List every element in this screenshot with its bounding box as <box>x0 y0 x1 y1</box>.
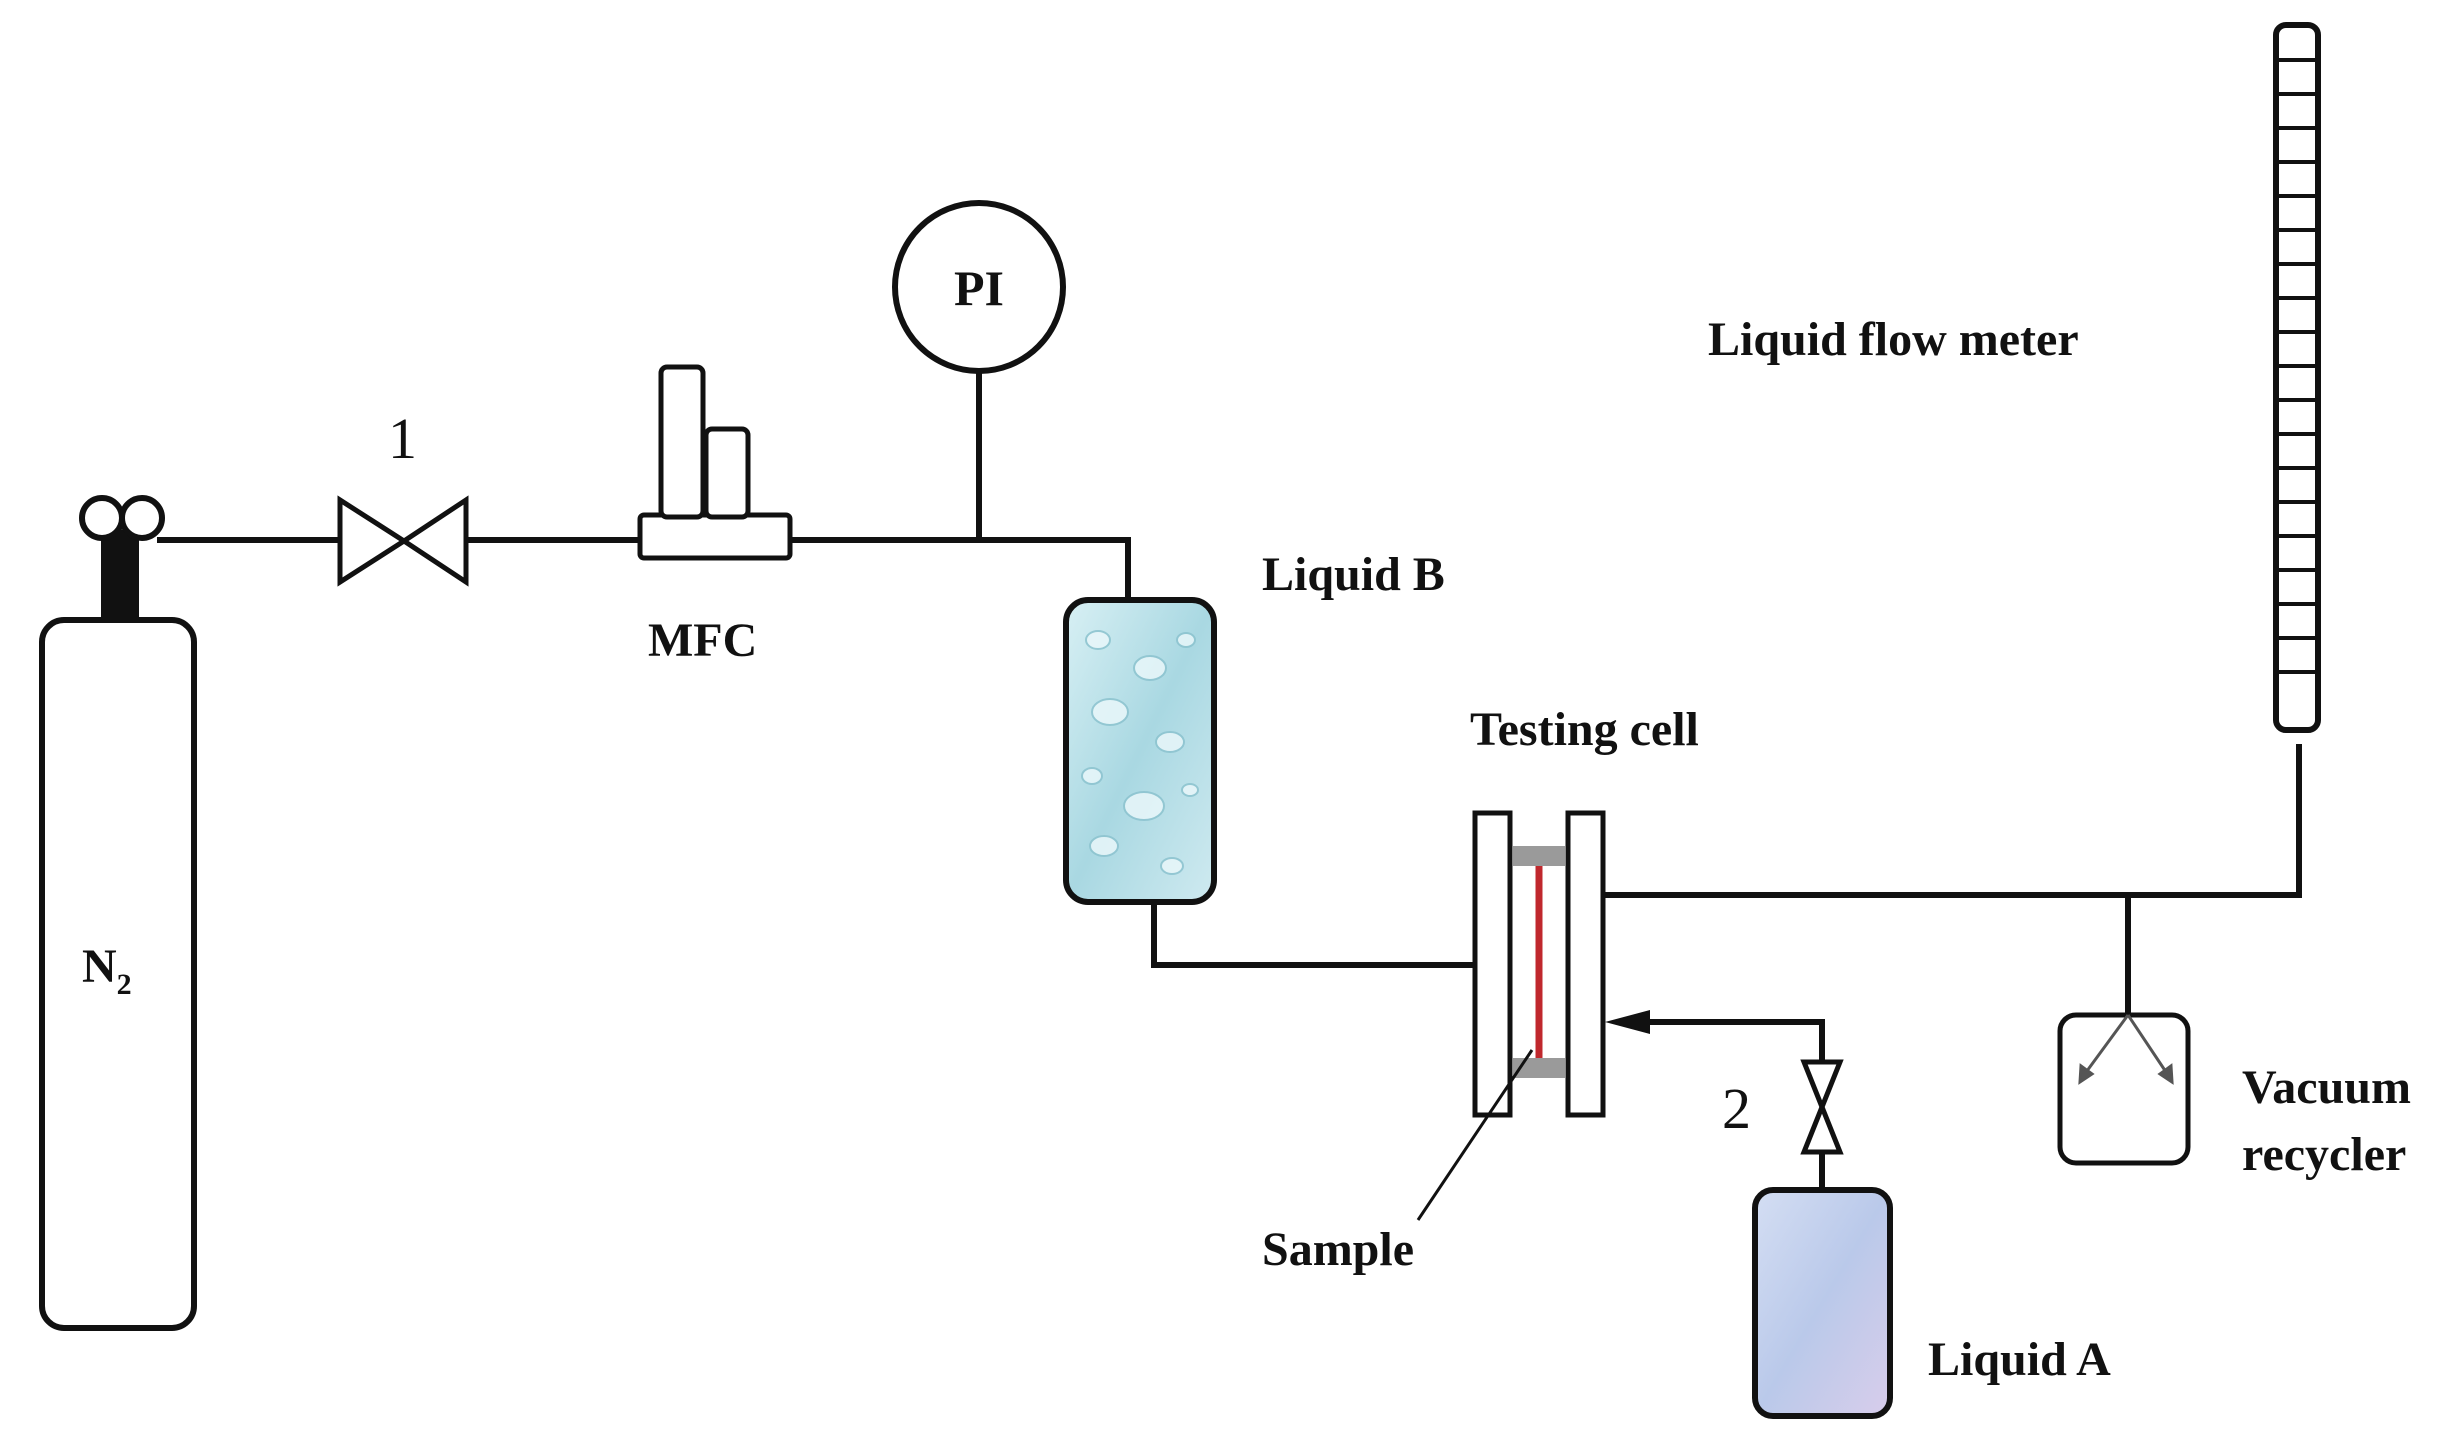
pressure-indicator: PI <box>892 200 1066 374</box>
flow-arrow-head <box>1605 1010 1650 1034</box>
liquid-a-vessel <box>1752 1187 1893 1419</box>
testing-cell-label: Testing cell <box>1470 703 1699 756</box>
liquid-flow-meter <box>2273 22 2321 733</box>
gasket-top-left <box>1513 846 1541 866</box>
liquid-a-reservoir <box>1752 1187 1893 1419</box>
valve-1-number: 1 <box>388 406 417 471</box>
liquid-b-label: Liquid B <box>1262 548 1445 601</box>
valve-1-icon-right <box>399 495 469 587</box>
pipe-mfc-to-liquid-b <box>787 537 1131 603</box>
regulator-gauge-right <box>119 495 165 541</box>
vacuum-recycler-box <box>2057 1012 2191 1166</box>
cylinder-neck <box>101 530 139 622</box>
vacuum-spray-icon <box>2078 1014 2174 1085</box>
gasket-bottom-right <box>1541 1058 1565 1078</box>
cell-right-flange <box>1565 810 1606 1118</box>
valve-2-number: 2 <box>1722 1076 1751 1141</box>
pipe-valve2-to-cell <box>1637 1019 1825 1065</box>
valve-2-icon-top <box>1800 1059 1844 1114</box>
pipes <box>157 365 2302 1193</box>
pipe-cell-to-flow-meter <box>1600 744 2302 898</box>
cell-left-flange <box>1472 810 1513 1118</box>
valve-2-icon-bottom <box>1800 1100 1844 1155</box>
regulator-gauge-left <box>79 495 125 541</box>
valve-1-icon-left <box>337 495 409 587</box>
sample-label: Sample <box>1262 1223 1414 1276</box>
liquid-flow-meter-label: Liquid flow meter <box>1708 313 2079 366</box>
vacuum-recycler <box>2057 1012 2191 1166</box>
liquid-b-reservoir <box>1063 597 1217 905</box>
mfc-base <box>637 512 793 561</box>
mfc-label: MFC <box>648 614 757 667</box>
mfc-tall-column <box>658 364 706 520</box>
liquid-b-vessel <box>1063 597 1217 905</box>
valve-1[interactable] <box>337 495 469 587</box>
gasket-bottom-left <box>1513 1058 1541 1078</box>
valve-2[interactable] <box>1800 1059 1844 1155</box>
pi-gauge-circle <box>892 200 1066 374</box>
mass-flow-controller <box>637 364 793 561</box>
n2-cylinder: N2 <box>39 495 197 1331</box>
liquid-b-bubbles <box>1081 630 1199 875</box>
gasket-top-right <box>1541 846 1565 866</box>
testing-cell <box>1472 810 1606 1118</box>
flow-meter-graduations <box>2276 58 2318 674</box>
pi-label: PI <box>954 260 1004 316</box>
pipe-liquid-b-to-cell <box>1151 899 1478 968</box>
flow-meter-tube <box>2273 22 2321 733</box>
liquid-a-label: Liquid A <box>1928 1333 2111 1386</box>
n2-label: N2 <box>82 940 132 1001</box>
mfc-short-column <box>703 426 751 520</box>
vacuum-recycler-label: Vacuum recycler <box>2242 1061 2423 1181</box>
sample-leader-line <box>1416 1049 1534 1221</box>
